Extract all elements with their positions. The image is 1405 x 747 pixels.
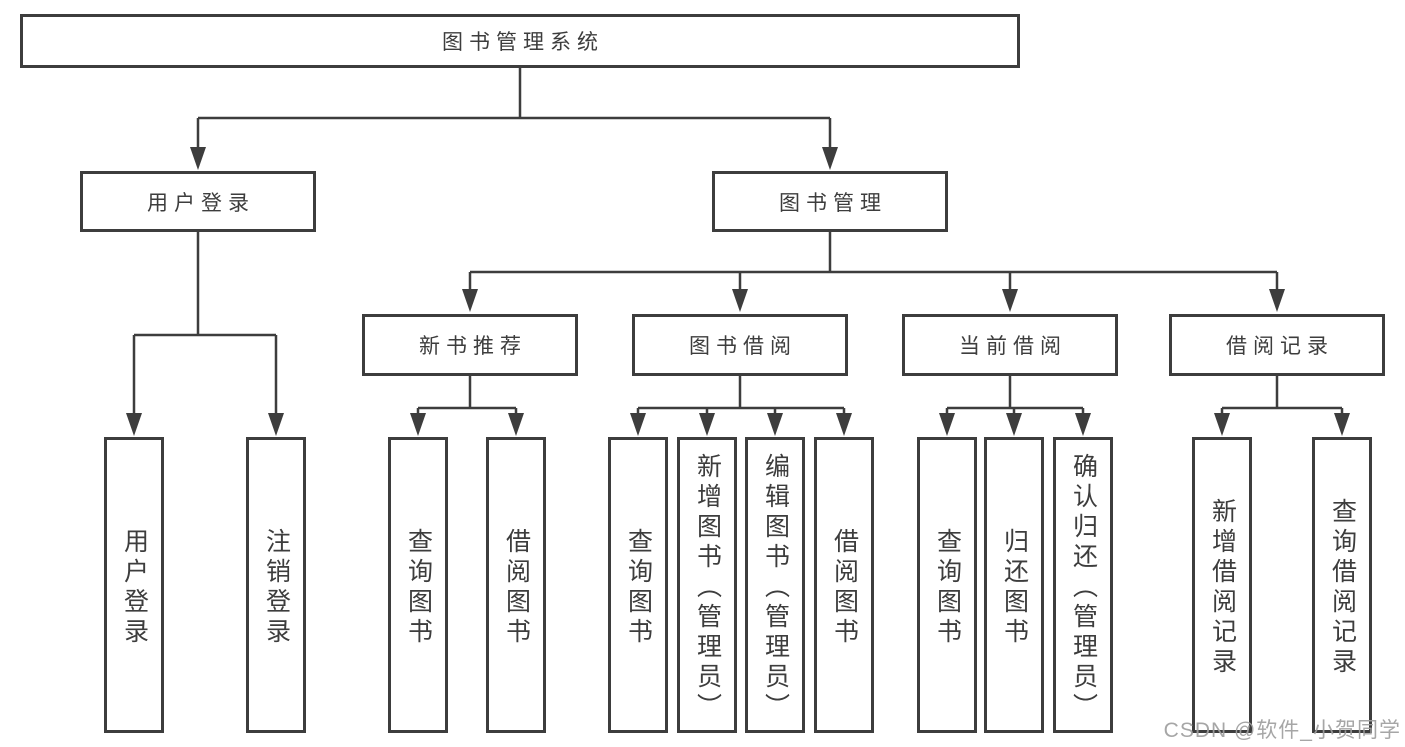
leaf-add-borrow-record-label: 新增借阅记录 <box>1208 497 1237 678</box>
leaf-add-book-admin-label: 新增图书（管理员） <box>693 452 722 723</box>
leaf-query-books-recommend: 查询图书 <box>388 437 448 733</box>
node-root: 图书管理系统 <box>20 14 1020 68</box>
leaf-query-books-borrowing-label: 查询图书 <box>624 527 653 648</box>
leaf-return-book: 归还图书 <box>984 437 1044 733</box>
node-borrow-records: 借阅记录 <box>1169 314 1385 376</box>
node-user-login-label: 用户登录 <box>147 191 255 215</box>
leaf-confirm-return-admin-label: 确认归还（管理员） <box>1069 452 1098 723</box>
node-book-management-label: 图书管理 <box>779 191 887 215</box>
node-book-management: 图书管理 <box>712 171 948 232</box>
leaf-logout-label: 注销登录 <box>262 527 291 648</box>
leaf-user-login: 用户登录 <box>104 437 164 733</box>
leaf-query-borrow-record: 查询借阅记录 <box>1312 437 1372 733</box>
leaf-borrow-books-recommend-label: 借阅图书 <box>502 527 531 648</box>
leaf-logout: 注销登录 <box>246 437 306 733</box>
node-current-borrowing: 当前借阅 <box>902 314 1118 376</box>
node-current-borrowing-label: 当前借阅 <box>959 335 1067 358</box>
leaf-query-books-borrowing: 查询图书 <box>608 437 668 733</box>
node-user-login: 用户登录 <box>80 171 316 232</box>
leaf-query-books-current: 查询图书 <box>917 437 977 733</box>
leaf-edit-book-admin-label: 编辑图书（管理员） <box>761 452 790 723</box>
leaf-borrow-books-recommend: 借阅图书 <box>486 437 546 733</box>
leaf-edit-book-admin: 编辑图书（管理员） <box>745 437 805 733</box>
leaf-query-books-recommend-label: 查询图书 <box>404 527 433 648</box>
node-book-borrowing: 图书借阅 <box>632 314 848 376</box>
leaf-return-book-label: 归还图书 <box>1000 527 1029 648</box>
leaf-borrow-books-borrowing-label: 借阅图书 <box>830 527 859 648</box>
leaf-add-book-admin: 新增图书（管理员） <box>677 437 737 733</box>
leaf-add-borrow-record: 新增借阅记录 <box>1192 437 1252 733</box>
leaf-query-books-current-label: 查询图书 <box>933 527 962 648</box>
node-borrow-records-label: 借阅记录 <box>1226 335 1334 358</box>
node-book-borrowing-label: 图书借阅 <box>689 335 797 358</box>
node-new-book-recommend: 新书推荐 <box>362 314 578 376</box>
leaf-user-login-label: 用户登录 <box>120 527 149 648</box>
leaf-confirm-return-admin: 确认归还（管理员） <box>1053 437 1113 733</box>
leaf-borrow-books-borrowing: 借阅图书 <box>814 437 874 733</box>
node-root-label: 图书管理系统 <box>442 31 604 54</box>
arrowheads <box>126 147 1350 436</box>
csdn-watermark: CSDN @软件_小贺同学 <box>1163 719 1401 742</box>
leaf-query-borrow-record-label: 查询借阅记录 <box>1328 497 1357 678</box>
node-new-book-recommend-label: 新书推荐 <box>419 335 527 358</box>
